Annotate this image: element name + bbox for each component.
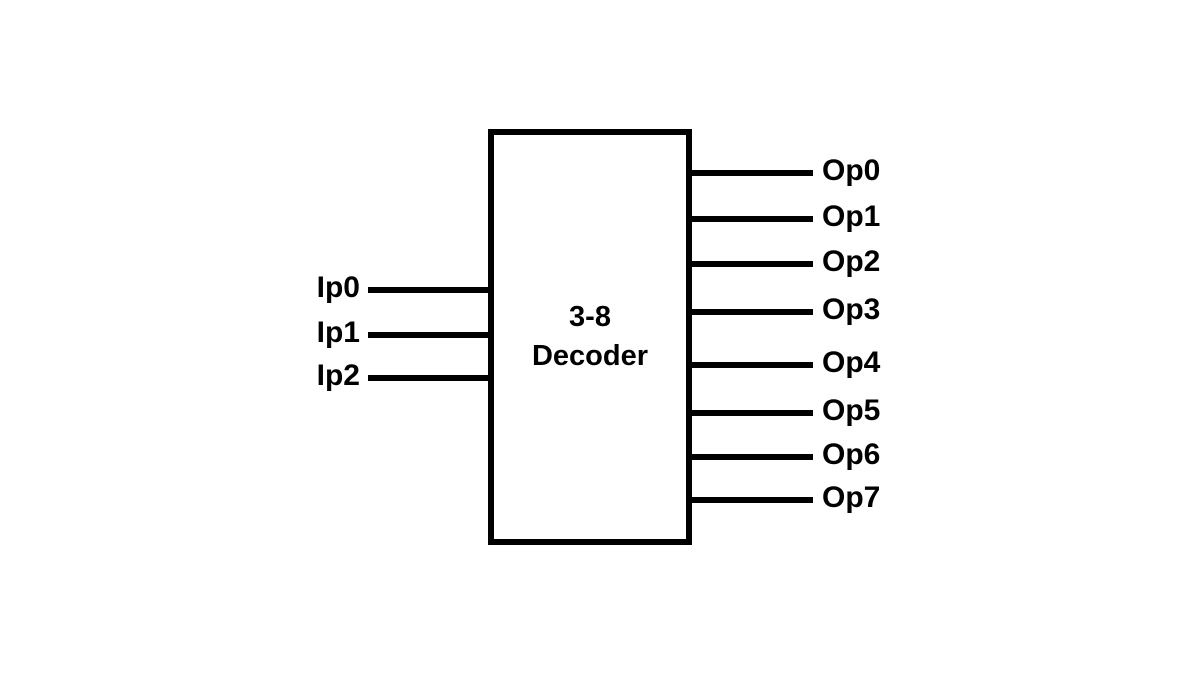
output-wire-op5 <box>692 410 813 416</box>
output-label-op0: Op0 <box>822 154 881 187</box>
output-label-op5: Op5 <box>822 394 881 427</box>
decoder-box-title-line1: 3-8 <box>569 301 611 333</box>
input-wire-ip1 <box>368 332 492 338</box>
output-wire-op6 <box>692 454 813 460</box>
output-label-op1: Op1 <box>822 200 881 233</box>
decoder-box: 3-8 Decoder <box>488 129 692 545</box>
output-wire-op3 <box>692 309 813 315</box>
decoder-box-title-line2: Decoder <box>531 340 649 372</box>
output-label-op3: Op3 <box>822 293 881 326</box>
output-wire-op0 <box>692 170 813 176</box>
output-label-op2: Op2 <box>822 245 881 278</box>
output-label-op4: Op4 <box>822 346 881 379</box>
output-label-op7: Op7 <box>822 481 881 514</box>
input-wire-ip2 <box>368 375 492 381</box>
output-wire-op4 <box>692 362 813 368</box>
input-wire-ip0 <box>368 287 492 293</box>
output-wire-op7 <box>692 497 813 503</box>
output-wire-op2 <box>692 261 813 267</box>
input-label-ip0: Ip0 <box>316 271 360 304</box>
input-label-ip2: Ip2 <box>316 359 360 392</box>
input-label-ip1: Ip1 <box>316 316 360 349</box>
output-label-op6: Op6 <box>822 438 881 471</box>
output-wire-op1 <box>692 216 813 222</box>
